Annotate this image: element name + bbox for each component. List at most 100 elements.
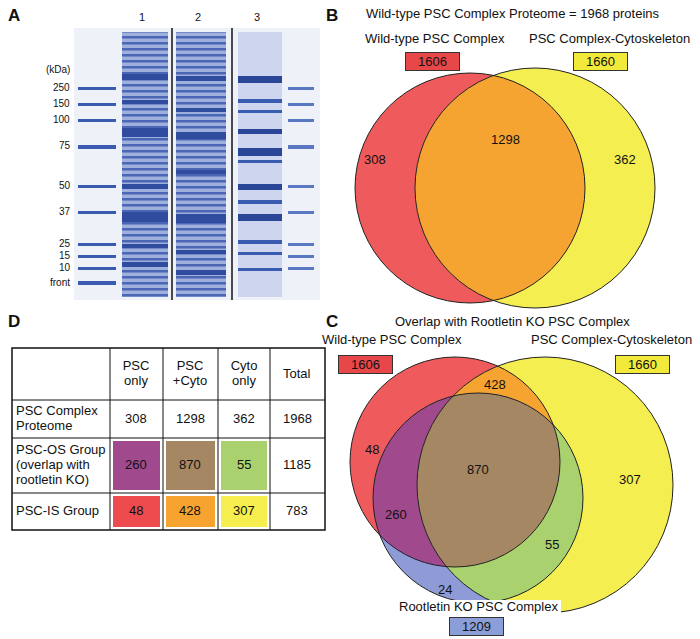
marker-size: 10 <box>59 262 70 274</box>
figure-shape <box>110 348 111 530</box>
set-name: Wild-type PSC Complex <box>365 32 504 47</box>
table-cell: 1185 <box>283 458 311 473</box>
table-cell: 1298 <box>176 412 205 427</box>
figure-shape <box>122 212 168 222</box>
figure-shape <box>221 496 267 527</box>
figure-shape <box>78 119 116 122</box>
figure-shape <box>78 255 116 258</box>
region-count: 308 <box>364 153 386 168</box>
figure-shape <box>78 103 116 106</box>
table-cell: 1968 <box>283 412 312 427</box>
table-cell: 870 <box>179 458 201 473</box>
table-header: Total <box>283 367 310 382</box>
figure-shape <box>288 103 314 106</box>
figure-shape <box>122 128 168 137</box>
marker-size: 250 <box>53 82 70 94</box>
figure-shape <box>78 145 116 149</box>
figure-shape <box>238 32 282 297</box>
figure-shape <box>176 132 226 139</box>
figure-shape <box>238 240 282 244</box>
count-box: 1606 <box>405 52 460 71</box>
marker-size: 50 <box>59 180 70 192</box>
sample-lane <box>238 32 282 297</box>
figure-shape <box>238 200 282 204</box>
figure-shape <box>238 110 282 113</box>
set-name: PSC Complex-Cytoskeleton <box>529 32 690 47</box>
marker-size: 75 <box>59 140 70 152</box>
sample-lane <box>122 32 168 297</box>
figure-shape <box>350 357 560 567</box>
figure-shape <box>373 393 583 603</box>
figure-shape <box>373 393 583 603</box>
figure-shape <box>176 170 226 174</box>
figure-shape <box>238 99 282 103</box>
set-name: Wild-type PSC Complex <box>322 333 461 348</box>
figure-shape <box>122 244 168 248</box>
lane-number: 3 <box>254 11 260 24</box>
count-box: 1660 <box>573 52 628 71</box>
region-count: 362 <box>614 153 636 168</box>
figure-shape <box>176 76 226 81</box>
marker-size: 37 <box>59 206 70 218</box>
marker-size: front <box>50 277 70 289</box>
figure-shape <box>122 32 168 297</box>
table-cell: 362 <box>233 412 255 427</box>
ladder-lane <box>288 87 314 270</box>
table-row-name: PSC-IS Group <box>16 504 108 519</box>
figure-shape <box>238 252 282 255</box>
panel-title: Wild-type PSC Complex Proteome = 1968 pr… <box>366 7 659 22</box>
region-count: 428 <box>484 378 506 393</box>
table-cell: 308 <box>125 412 147 427</box>
table-header: PSC +Cyto <box>165 359 215 389</box>
table-header: PSC only <box>113 359 159 389</box>
lane-divider <box>171 28 173 300</box>
figure-shape <box>12 348 325 530</box>
figure-shape <box>74 28 320 300</box>
marker-size: 25 <box>59 238 70 250</box>
figure-shape <box>415 68 655 308</box>
figure-shape <box>238 184 282 190</box>
region-count: 24 <box>438 583 452 598</box>
count-box: 1209 <box>449 617 504 636</box>
figure-shape <box>238 268 282 271</box>
panel-title: Overlap with Rootletin KO PSC Complex <box>395 315 630 330</box>
figure-shape <box>78 87 116 90</box>
table-cell: 48 <box>129 504 143 519</box>
figure-shape <box>12 400 325 401</box>
figure-shape <box>176 32 226 297</box>
figure-shape <box>166 441 215 490</box>
gel-image <box>74 28 320 300</box>
count-value: 1606 <box>418 53 447 70</box>
figure-shape <box>373 393 583 603</box>
figure-shape <box>355 73 585 303</box>
marker-size: 150 <box>53 98 70 110</box>
figure-shape <box>288 87 314 90</box>
table-row-name: PSC-OS Group (overlap with rootletin KO) <box>16 443 108 488</box>
sample-lane <box>176 32 226 297</box>
figure-shape <box>238 76 282 83</box>
figure-shape <box>288 211 314 214</box>
region-count: 55 <box>545 538 559 553</box>
figure-shape <box>288 243 314 246</box>
figure-shape <box>163 348 164 530</box>
figure-shape <box>78 211 116 214</box>
figure-shape <box>122 184 168 189</box>
figure-shape <box>113 441 160 490</box>
table-row-name: PSC Complex Proteome <box>16 404 108 434</box>
figure-shape <box>78 243 116 246</box>
figure-shape <box>238 160 282 163</box>
figure-shape <box>373 393 583 603</box>
figure-shape <box>238 129 282 134</box>
figure-shape <box>12 438 325 439</box>
figure-shape <box>373 393 583 603</box>
set-name: Rootletin KO PSC Complex <box>396 600 561 615</box>
figure-shape <box>288 185 314 188</box>
figure-shape <box>218 348 219 530</box>
figure-shape <box>113 496 160 527</box>
figure-shape <box>12 493 325 494</box>
lane-number: 2 <box>195 11 201 24</box>
figure-shape <box>176 250 226 254</box>
panel-letter: B <box>326 6 338 26</box>
summary-table <box>12 348 325 530</box>
